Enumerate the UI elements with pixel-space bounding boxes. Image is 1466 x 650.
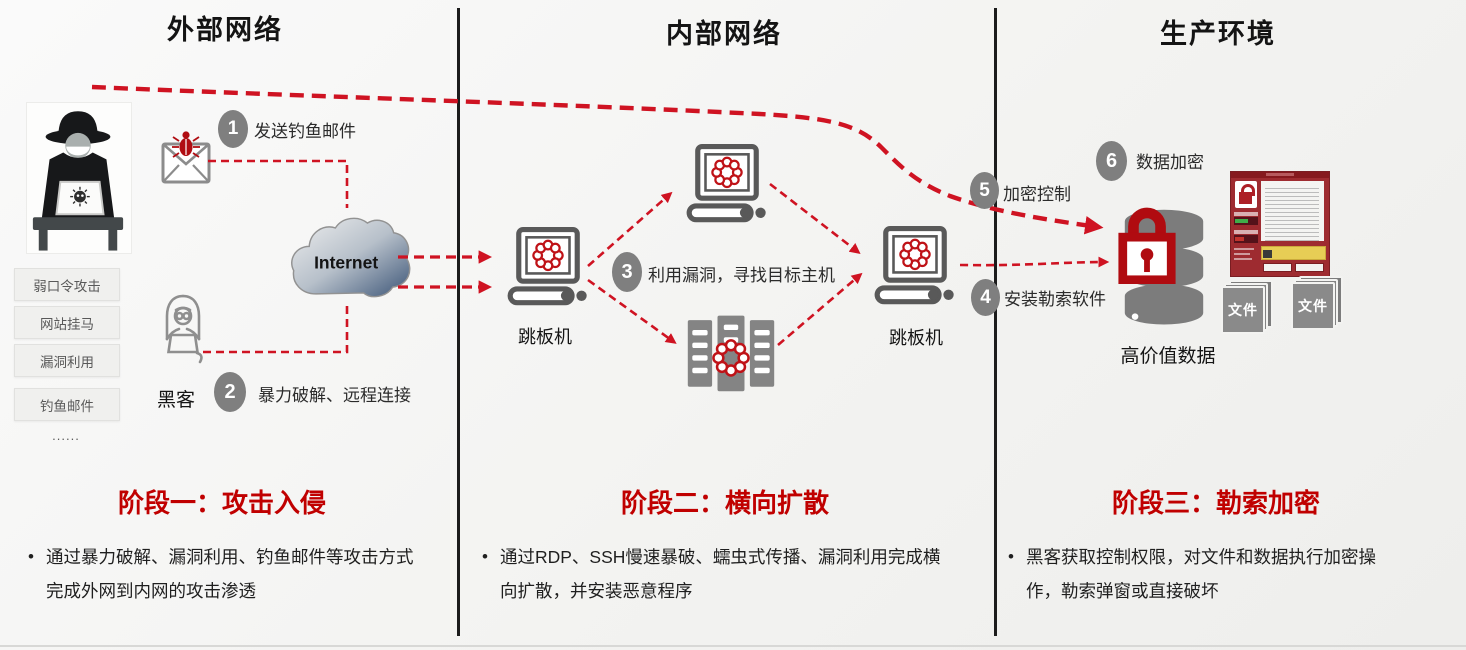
column-header-external-network: 外部网络 [167,15,283,45]
laptop-to-jump2-path [769,182,861,255]
attack-method-phishing: 钓鱼邮件 [14,388,120,421]
target-host-laptop-icon [686,144,766,223]
ransom-payment-strip [1261,246,1326,260]
stage-2-title: 阶段二：横向扩散 [620,488,830,518]
divider-line-2 [994,8,997,636]
stage-1-bullet-text: 通过暴力破解、漏洞利用、钓鱼邮件等攻击方式完成外网到内网的攻击渗透 [45,547,414,601]
malware-icon [899,238,931,271]
bottom-rule [0,645,1466,647]
ransom-lock-icon [1235,181,1257,208]
malware-icon [532,239,564,272]
ransom-button-1 [1263,263,1292,272]
phishing-email-icon [161,131,211,184]
jump-host-1-icon [507,227,587,306]
step-badge-6: 6 [1096,141,1127,181]
stage-3-description: • 黑客获取控制权限，对文件和数据执行加密操作，勒索弹窗或直接破坏 [1008,540,1453,608]
column-header-production-env: 生产环境 [1160,19,1276,49]
high-value-data-label: 高价值数据 [1120,346,1216,367]
jump2-to-lock-path [959,256,1110,268]
stage-3-title: 阶段三：勒索加密 [1111,488,1321,518]
malware-icon [712,339,750,377]
file-label-2: 文件 [1298,298,1328,314]
step-label-2: 暴力破解、远程连接 [258,386,411,405]
stage-3-bullet-text: 黑客获取控制权限，对文件和数据执行加密操作，勒索弹窗或直接破坏 [1025,547,1376,601]
lock-icon [1118,207,1176,284]
column-header-internal-network: 内部网络 [666,19,782,49]
hacker-label: 黑客 [157,390,196,411]
step-label-5: 加密控制 [1003,185,1071,204]
ransom-countdown-2 [1234,235,1258,243]
attack-method-weak-password: 弱口令攻击 [14,268,120,301]
internet-cloud-icon: Internet [291,217,411,298]
step-label-1: 发送钓鱼邮件 [254,122,356,141]
step-label-3: 利用漏洞，寻找目标主机 [648,266,835,285]
step-badge-5: 5 [970,172,999,209]
stage-2-bullet-text: 通过RDP、SSH慢速暴破、蠕虫式传播、漏洞利用完成横向扩散，并安装恶意程序 [499,547,941,601]
target-server-icon [687,315,775,392]
bullet-marker: • [28,547,34,566]
hacker-person-icon [165,294,203,364]
file-stack-1: 文件 [1221,280,1273,334]
file-label-1: 文件 [1228,302,1258,318]
step-badge-1: 1 [218,110,248,148]
step-badge-3: 3 [612,252,642,292]
stage-2-description: • 通过RDP、SSH慢速暴破、蠕虫式传播、漏洞利用完成横向扩散，并安装恶意程序 [482,540,982,608]
attack-method-ellipsis: ...... [52,428,80,443]
stage-1-description: • 通过暴力破解、漏洞利用、钓鱼邮件等攻击方式完成外网到内网的攻击渗透 [28,540,458,608]
jump-host-2-label: 跳板机 [889,328,943,348]
hacker-figure-box [26,102,132,254]
bullet-marker: • [1008,547,1014,566]
step-badge-4: 4 [971,279,1000,316]
bullet-marker: • [482,547,488,566]
attack-method-vulnerability: 漏洞利用 [14,344,120,377]
skull-glyph [70,186,90,207]
jump-host-1-label: 跳板机 [518,327,572,347]
stage-1-title: 阶段一：攻击入侵 [117,488,327,518]
file-stack-2: 文件 [1291,276,1343,330]
jump-host-2-icon [874,226,954,305]
email-to-cloud-path [208,159,349,208]
internet-label: Internet [314,253,378,273]
hacker-icon [32,111,124,251]
step-label-6: 数据加密 [1136,153,1204,172]
step-label-4: 安装勒索软件 [1004,290,1106,309]
divider-line-1 [457,8,460,636]
ransomware-window [1230,171,1330,277]
ransom-text-panel [1261,181,1324,241]
ransom-button-2 [1295,263,1324,272]
c2-control-path [91,84,1104,235]
attack-method-website-trojan: 网站挂马 [14,306,120,339]
hacker-to-cloud-path [203,306,349,354]
step-badge-2: 2 [214,372,246,412]
